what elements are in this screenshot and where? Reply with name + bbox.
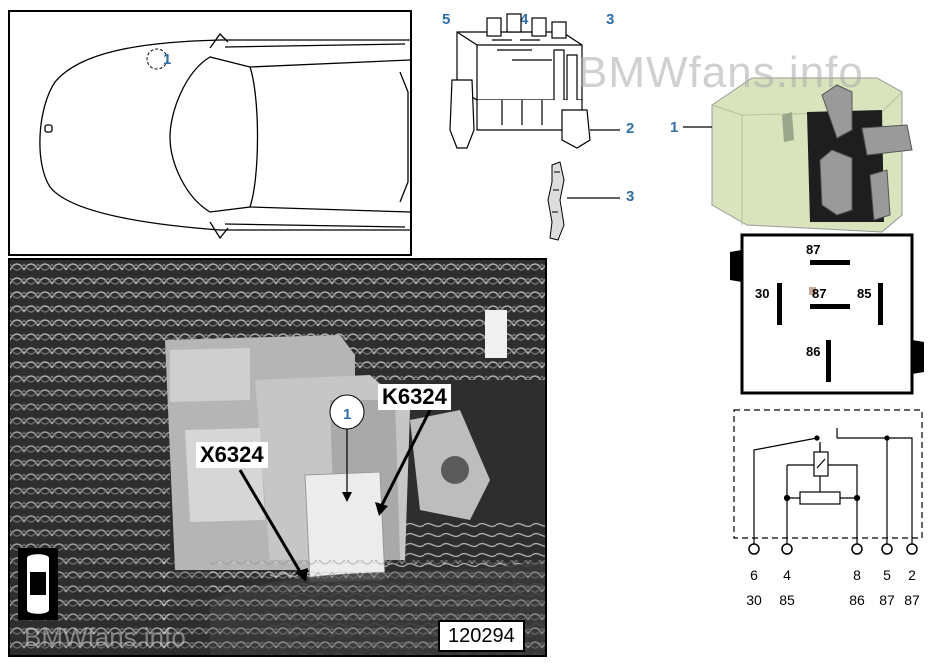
terminal-pin-5: 5 [883,567,891,583]
car-callout-1: 1 [163,51,171,68]
relay-callout-1: 1 [670,119,678,136]
installation-photo: 1 K6324 X6324 120294 BMWfans.info [8,258,547,657]
terminal-pin-4: 4 [783,567,791,583]
pin-label-87-center: 87 [812,286,826,301]
photo-callout-1: 1 [343,406,351,423]
watermark: BMWfans.info [578,48,864,97]
reference-number: 120294 [438,620,525,652]
car-top-view-drawing: 1 [39,32,410,240]
relay-module [711,77,913,233]
relay-label-k6324: K6324 [378,384,451,410]
parts-and-schematic-drawing: 5 4 3 2 3 1 [442,11,924,555]
terminal-pin-8: 8 [853,567,861,583]
connector-callout-4: 4 [520,11,529,28]
connector-housing [449,13,591,149]
location-marker [146,48,168,70]
relay-schematic [733,409,923,555]
terminal-pin-2: 2 [908,567,916,583]
connector-callout-3: 3 [626,188,634,205]
terminal-pin-6: 6 [750,567,758,583]
car-location-panel: 1 [8,10,412,256]
photo-watermark: BMWfans.info [24,622,186,652]
pin-label-30: 30 [755,286,769,301]
terminal-func-30: 30 [746,592,762,608]
terminal-pin [547,161,565,241]
pin-label-85: 85 [857,286,871,301]
connector-callout-3-top: 3 [606,11,614,28]
photo-drawing: 1 [10,260,545,655]
terminal-func-85: 85 [779,592,795,608]
terminal-func-87a: 87 [879,592,895,608]
connector-callout-5: 5 [442,11,450,28]
pin-label-87-top: 87 [806,242,820,257]
connector-callout-2: 2 [626,120,634,137]
connector-label-x6324: X6324 [196,442,268,468]
terminal-func-87b: 87 [904,592,920,608]
terminal-func-86: 86 [849,592,865,608]
relay-pinout-diagram [730,233,924,395]
pin-label-86: 86 [806,344,820,359]
